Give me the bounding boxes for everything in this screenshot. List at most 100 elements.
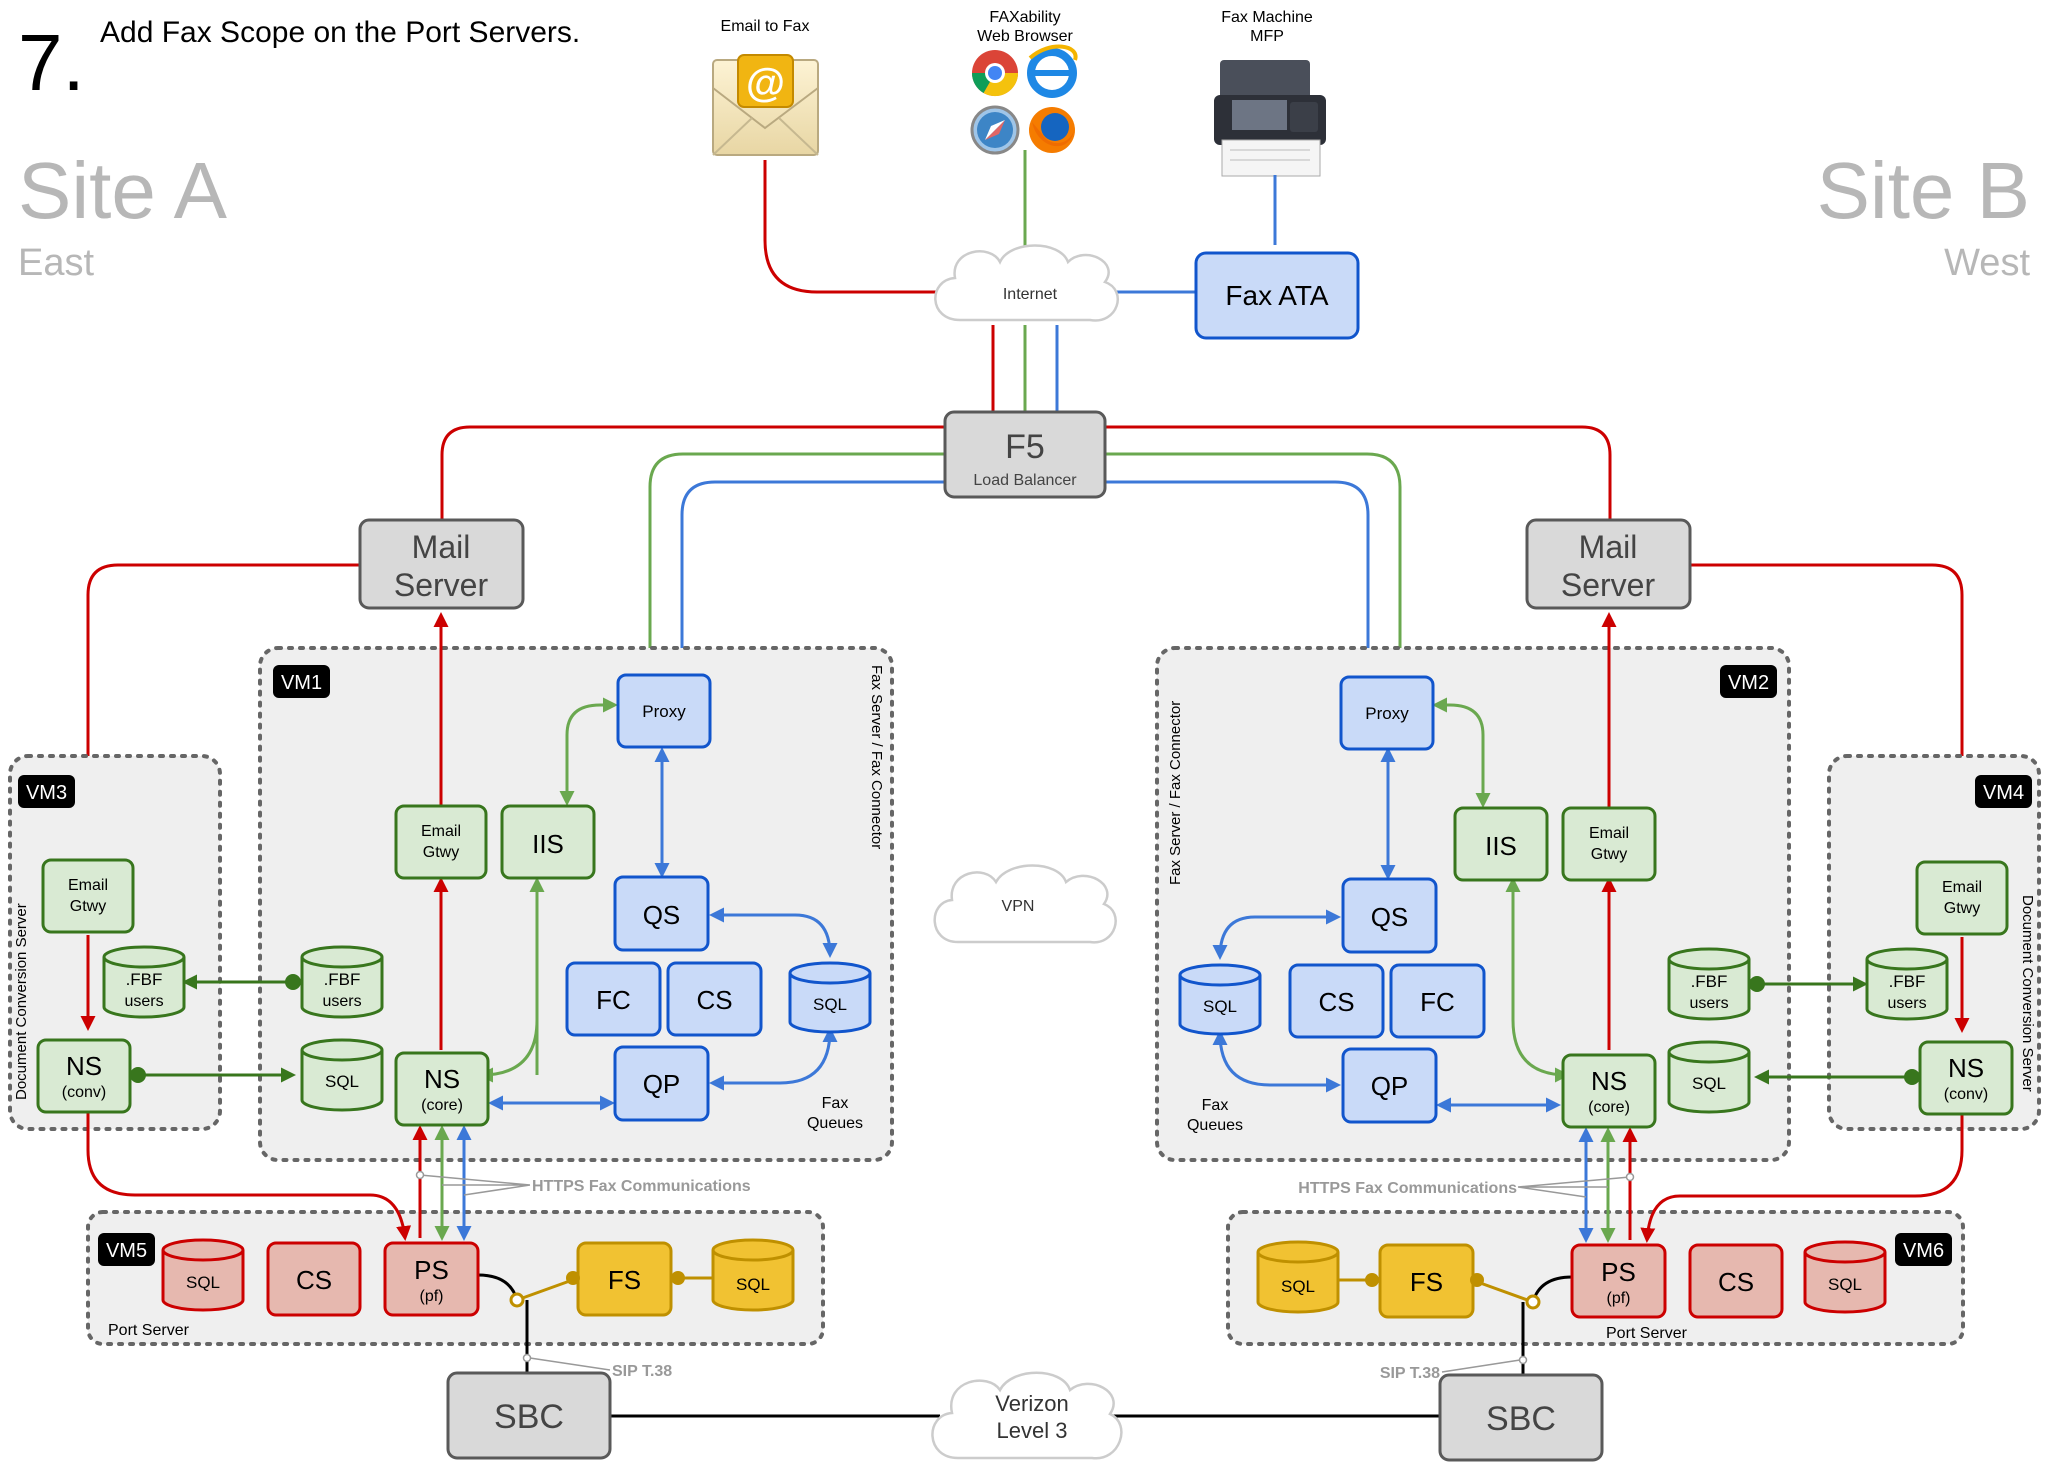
svg-text:Level 3: Level 3 <box>997 1418 1068 1443</box>
mail-server-links <box>80 563 1970 853</box>
fax-machine-label-line2: MFP <box>1250 28 1284 45</box>
doc-conversion-label-site-a: Document Conversion Server <box>13 903 30 1100</box>
cs-site-a: CS <box>666 961 763 1037</box>
proxy-site-b: Proxy <box>1339 675 1435 751</box>
email-gateway-vm3: Email Gtwy <box>41 858 135 934</box>
svg-text:IIS: IIS <box>1485 831 1517 861</box>
ps-vm6: PS (pf) <box>1570 1243 1667 1319</box>
svg-text:(core): (core) <box>1588 1099 1630 1116</box>
qp-site-a: QP <box>613 1045 710 1122</box>
svg-text:VPN: VPN <box>1002 898 1035 915</box>
vm6-tag: VM6 <box>1895 1233 1952 1266</box>
fax-queues-label-site-b-2: Queues <box>1187 1117 1243 1134</box>
svg-text:Proxy: Proxy <box>642 702 686 721</box>
svg-text:.FBF: .FBF <box>1889 972 1926 991</box>
qp-site-b: QP <box>1341 1047 1438 1124</box>
svg-text:Gtwy: Gtwy <box>1591 846 1627 863</box>
cs-site-b: CS <box>1288 963 1385 1039</box>
fbf-users-vm1: .FBF users <box>300 945 384 1019</box>
svg-text:SQL: SQL <box>186 1273 220 1292</box>
browser-label-line2: Web Browser <box>977 28 1073 45</box>
svg-text:SQL: SQL <box>325 1072 359 1091</box>
fax-machine-label-line1: Fax Machine <box>1221 9 1313 26</box>
ns-conv-vm4: NS (conv) <box>1918 1040 2014 1116</box>
svg-text:VM1: VM1 <box>281 672 322 694</box>
link-dots-site-a <box>130 974 301 1083</box>
iis-site-a: IIS <box>500 804 596 880</box>
svg-text:Email: Email <box>421 823 461 840</box>
port-dots-site-b <box>1365 1273 1541 1310</box>
svg-text:CS: CS <box>696 985 732 1015</box>
vm3-tag: VM3 <box>18 775 75 808</box>
link-dots-site-b <box>1749 976 1920 1085</box>
svg-text:Mail: Mail <box>1579 529 1638 565</box>
svg-text:QP: QP <box>1371 1071 1409 1101</box>
internet-explorer-icon <box>1027 44 1078 98</box>
ns-conv-vm3: NS (conv) <box>36 1038 132 1114</box>
vm2-tag: VM2 <box>1720 665 1777 698</box>
svg-text:users: users <box>1887 995 1926 1012</box>
svg-text:(pf): (pf) <box>1607 1290 1631 1307</box>
svg-text:PS: PS <box>414 1255 449 1285</box>
verizon-cloud: Verizon Level 3 <box>931 1371 1123 1460</box>
svg-text:Gtwy: Gtwy <box>70 898 106 915</box>
sip-small-dots <box>415 1170 1635 1365</box>
qs-site-a: QS <box>613 875 710 952</box>
site-b-label: Site B <box>1817 146 2030 235</box>
svg-text:NS: NS <box>1591 1066 1627 1096</box>
sql-vm5: SQL <box>161 1238 245 1312</box>
svg-text:NS: NS <box>1948 1053 1984 1083</box>
svg-text:QS: QS <box>643 900 681 930</box>
svg-text:SBC: SBC <box>494 1398 564 1436</box>
svg-text:FC: FC <box>596 985 631 1015</box>
sip-label-site-b: SIP T.38 <box>1380 1365 1440 1382</box>
fax-server-label-site-a: Fax Server / Fax Connector <box>868 665 885 849</box>
cs-vm6: CS <box>1688 1243 1784 1319</box>
fbf-users-vm4: .FBF users <box>1865 947 1949 1021</box>
vm-tags: VM1 VM2 VM3 VM4 VM5 VM6 <box>18 665 2032 1266</box>
svg-text:SQL: SQL <box>1281 1277 1315 1296</box>
f5-links <box>440 425 1612 677</box>
svg-text:CS: CS <box>296 1265 332 1295</box>
svg-text:FC: FC <box>1420 987 1455 1017</box>
svg-text:Proxy: Proxy <box>1365 704 1409 723</box>
fs-vm5: FS <box>576 1241 673 1317</box>
sip-label-site-a: SIP T.38 <box>612 1363 672 1380</box>
svg-text:(pf): (pf) <box>420 1288 444 1305</box>
svg-text:VM3: VM3 <box>26 782 67 804</box>
svg-text:FS: FS <box>608 1265 641 1295</box>
site-b-region: West <box>1944 242 2030 284</box>
svg-text:FS: FS <box>1410 1267 1443 1297</box>
svg-text:(conv): (conv) <box>1944 1086 1988 1103</box>
vm4-tag: VM4 <box>1975 775 2032 808</box>
sql-fax-scope-vm6: SQL <box>1256 1240 1340 1314</box>
svg-text:IIS: IIS <box>532 829 564 859</box>
internet-label: Internet <box>1003 286 1058 303</box>
svg-text:Gtwy: Gtwy <box>423 844 459 861</box>
firefox-icon <box>1029 107 1075 153</box>
links-site-b <box>1212 612 1970 1243</box>
svg-text:SQL: SQL <box>1828 1275 1862 1294</box>
svg-text:.FBF: .FBF <box>324 970 361 989</box>
https-label-site-b: HTTPS Fax Communications <box>1298 1180 1517 1197</box>
svg-text:VM6: VM6 <box>1903 1240 1944 1262</box>
fax-queues-label-site-a-2: Queues <box>807 1115 863 1132</box>
svg-text:SQL: SQL <box>736 1275 770 1294</box>
port-server-label-site-b: Port Server <box>1606 1325 1688 1342</box>
svg-text:VM4: VM4 <box>1983 782 2024 804</box>
site-a-region: East <box>18 242 94 284</box>
fbf-users-vm2: .FBF users <box>1667 947 1751 1021</box>
sql-vm2: SQL <box>1667 1040 1751 1114</box>
mail-server-site-b: Mail Server <box>1525 518 1692 610</box>
vpn-cloud: VPN <box>933 864 1117 944</box>
svg-text:Server: Server <box>1561 567 1656 603</box>
safari-icon <box>970 105 1020 155</box>
fax-server-label-site-b: Fax Server / Fax Connector <box>1167 701 1184 885</box>
mail-server-site-a: Mail Server <box>358 518 525 610</box>
svg-text:Email: Email <box>1942 879 1982 896</box>
svg-text:Verizon: Verizon <box>995 1391 1068 1416</box>
f5-load-balancer: F5 Load Balancer <box>943 410 1107 499</box>
svg-text:VM2: VM2 <box>1728 672 1769 694</box>
svg-text:.FBF: .FBF <box>1691 972 1728 991</box>
